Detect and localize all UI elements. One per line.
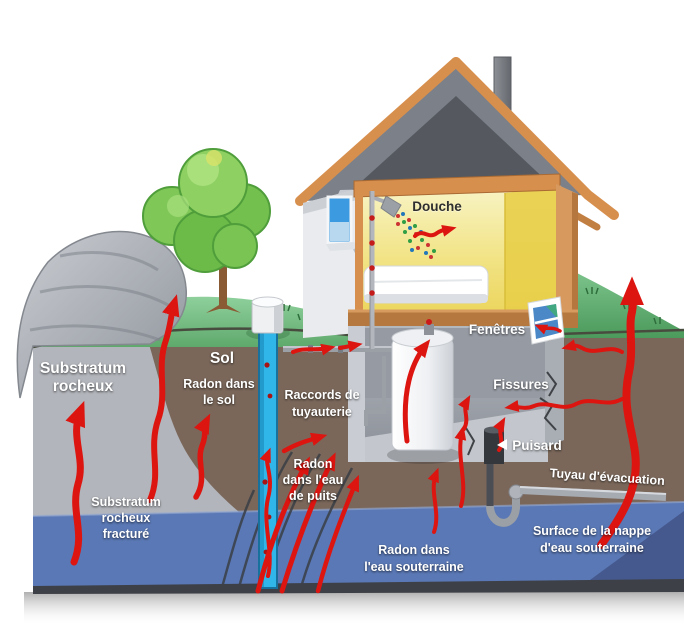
heater-drain-pipe [364,356,386,426]
radon-arrow-well-to-house [281,432,328,454]
radon-arrow-pipe-2 [338,340,363,353]
radon-arrow-shower [413,225,457,238]
fractured-bedrock-label-3: fracturé [103,527,150,541]
basement-left-wall [348,326,365,462]
bedrock-label-1: Substratum [40,360,126,377]
tree-foliage [142,148,271,273]
ground-shadow [24,592,684,626]
groundwater-dark-wedge [575,511,684,591]
well-water-label-3: de puits [289,489,337,503]
heater-fitting [424,324,434,335]
sump-label: Puisard [512,438,562,453]
shower-label: Douche [412,199,462,214]
radon-arrow-bedrock-left [65,400,86,566]
radon-arrow-window [534,324,562,335]
fractured-bedrock-label-1: Substratum [91,495,160,509]
radon-arrow-sump [493,417,506,452]
groundwater-radon-label-1: Radon dans [378,543,450,557]
bedrock-label-2: rocheux [53,378,114,395]
shower [371,195,436,259]
pipe-fittings-label-1: Raccords de [284,388,359,402]
sump-body [484,430,504,464]
left-wall-window [326,195,362,263]
labels: Substratum rocheux Sol Radon dans le sol… [40,199,665,574]
soil-label: Sol [210,350,234,367]
pipe-fittings-label-2: tuyauterie [292,405,352,419]
radon-soil-label-1: Radon dans [183,377,255,391]
roof-trim-right [451,57,619,220]
left-post [355,186,363,316]
bed [363,265,489,304]
radon-arrow-fracture-1 [255,456,311,594]
radon-arrows [65,225,645,594]
foundation-right-face [545,337,564,448]
soil-lip-right [557,328,684,336]
radon-arrow-pipe-1 [291,343,336,356]
radon-arrow-right-sky [597,276,645,549]
foundation-cracks [465,371,558,456]
radon-arrow-soil [193,413,211,500]
well-water-label-1: Radon [294,457,333,471]
radon-soil-label-2: le sol [203,393,235,407]
riser-radon-dots [369,215,375,296]
tree [142,148,271,313]
house [283,56,667,527]
radon-arrow-well [259,447,272,578]
water-table-line [32,501,684,517]
rock-outcrop [16,230,188,399]
water-table-label-2: d'eau souterraine [540,541,644,555]
groundwater-layer [33,502,684,591]
roof-gable-shadow [352,96,551,190]
floor-band [348,310,578,328]
basement-window [527,296,565,345]
groundwater-radon-label-2: l'eau souterraine [364,560,464,574]
fractured-bedrock-label-2: rocheux [102,511,151,525]
radon-arrow-heater [402,339,431,444]
radon-arrow-fissures [504,397,624,412]
water-heater [387,319,461,464]
radon-arrow-floor [458,395,471,431]
block-bottom-edge [33,579,684,594]
roof-trim-left [295,57,461,206]
radon-arrow-underslab-2 [427,467,439,534]
radon-arrow-fracture-3 [315,474,359,594]
sump-drain [484,426,667,527]
radon-arrow-soil-right [561,339,624,354]
evacuation-pipe [519,486,667,501]
well-water-label-2: dans l'eau [283,473,344,487]
shower-head-icon [380,195,402,218]
drain-trap [486,496,520,527]
radon-arrow-underslab-1 [454,425,467,508]
radon-arrow-soil-tree [147,294,180,503]
shower-spray [396,212,436,259]
windows-label: Fenêtres [469,322,525,337]
radon-arrow-fracture-2 [279,452,336,594]
room-back-wall [505,187,556,310]
water-table-label-1: Surface de la nappe [533,524,651,538]
grass-right-slope [552,270,684,338]
tree-trunk [206,255,241,313]
puisard-pointer-icon [497,439,507,450]
cracks-label: Fissures [493,377,549,392]
